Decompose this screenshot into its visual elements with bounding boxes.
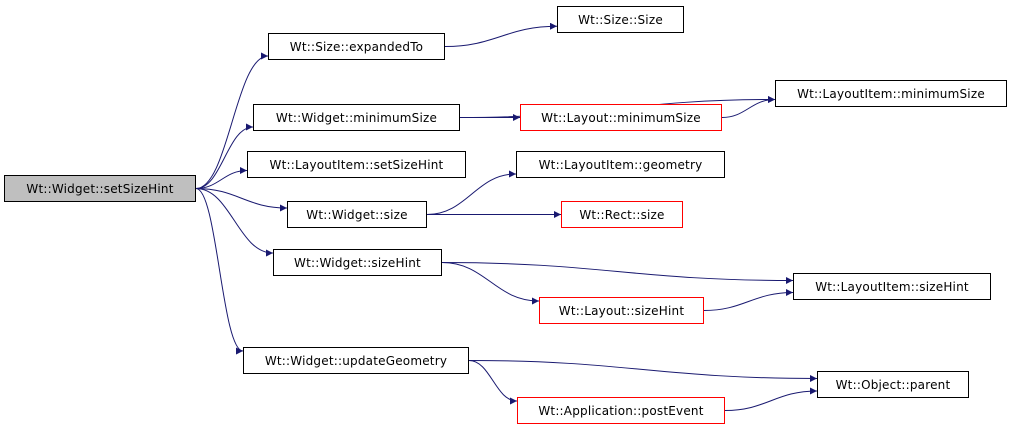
call-edge-postEvent-to-objectParent [724, 387, 818, 411]
call-edge-updateGeometry-to-postEvent [468, 360, 518, 405]
call-edge-widgetSizeHint-to-layoutItemSizeHint [441, 262, 794, 284]
call-edge-layoutSizeHint-to-layoutItemSizeHint [703, 289, 794, 311]
call-edge-widgetSize-to-layoutItemGeometry [426, 170, 517, 215]
node-layout-minimumsize[interactable]: Wt::Layout::minimumSize [520, 104, 722, 131]
call-edge-layoutMinSize-to-layoutItemMinSize [721, 96, 776, 118]
node-layoutitem-sizehint[interactable]: Wt::LayoutItem::sizeHint [793, 273, 991, 300]
node-application-postevent[interactable]: Wt::Application::postEvent [517, 397, 725, 424]
node-size-constructor[interactable]: Wt::Size::Size [557, 6, 684, 33]
call-edge-widgetSizeHint-to-layoutSizeHint [441, 262, 540, 305]
call-edge-setSizeHint-to-expandedTo [195, 52, 269, 189]
call-edge-setSizeHint-to-widgetMinSize [195, 123, 254, 189]
call-edge-updateGeometry-to-objectParent [468, 360, 818, 382]
node-widget-setsizehint[interactable]: Wt::Widget::setSizeHint [4, 175, 196, 202]
call-edge-setSizeHint-to-widgetSizeHint [195, 188, 274, 257]
node-rect-size[interactable]: Wt::Rect::size [561, 201, 683, 228]
node-object-parent[interactable]: Wt::Object::parent [817, 371, 969, 398]
node-layout-sizehint[interactable]: Wt::Layout::sizeHint [539, 297, 704, 324]
node-layoutitem-geometry[interactable]: Wt::LayoutItem::geometry [516, 151, 725, 178]
node-size-expandedto[interactable]: Wt::Size::expandedTo [268, 33, 445, 60]
call-edge-setSizeHint-to-widgetSize [195, 188, 288, 212]
node-widget-minimumsize[interactable]: Wt::Widget::minimumSize [253, 104, 460, 131]
node-layoutitem-minimumsize[interactable]: Wt::LayoutItem::minimumSize [775, 80, 1007, 107]
call-edge-expandedTo-to-sizeCtor [444, 22, 558, 47]
call-edge-setSizeHint-to-layoutItemSetSizeHint [195, 167, 248, 189]
node-widget-size[interactable]: Wt::Widget::size [287, 201, 427, 228]
node-widget-updategeometry[interactable]: Wt::Widget::updateGeometry [243, 347, 469, 374]
node-widget-sizehint[interactable]: Wt::Widget::sizeHint [273, 249, 442, 276]
node-layoutitem-setsizehint[interactable]: Wt::LayoutItem::setSizeHint [247, 151, 466, 178]
call-edge-setSizeHint-to-updateGeometry [195, 188, 244, 355]
